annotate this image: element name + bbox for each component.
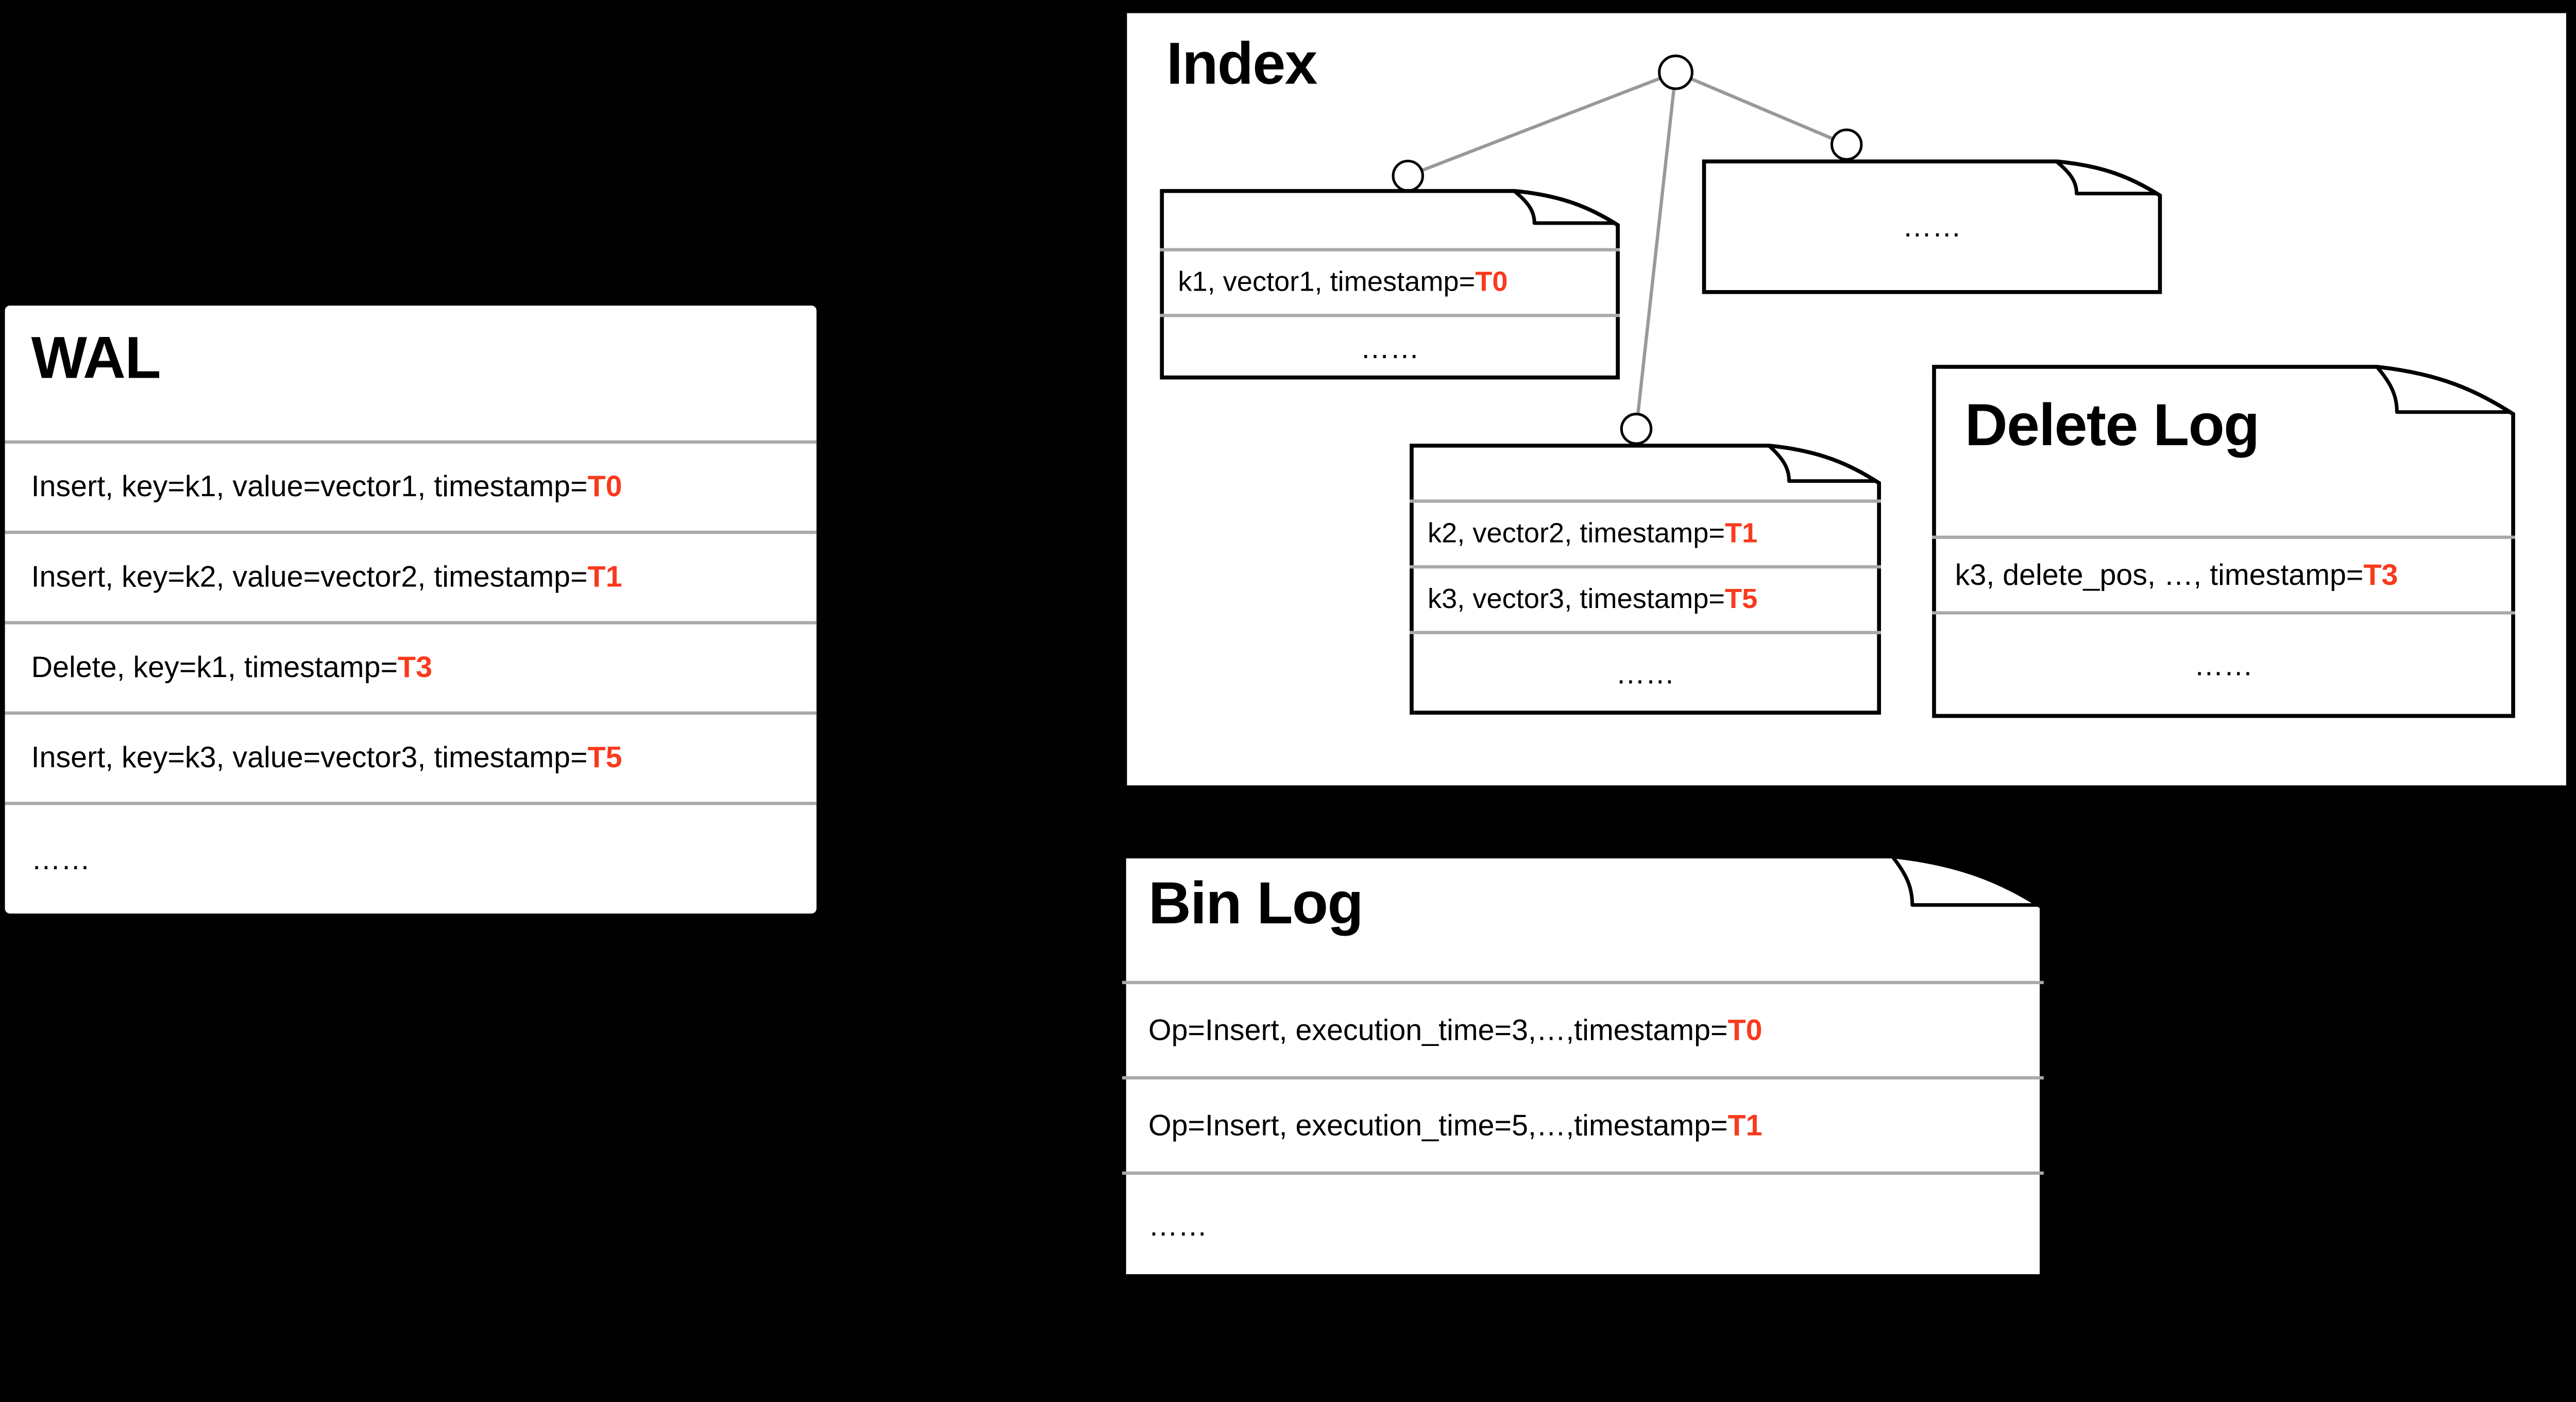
index-panel: Index k1, vector1, timestamp=T0 …… …… <box>1127 13 2566 786</box>
bin-log-row-text: Op=Insert, execution_time=5,…,timestamp= <box>1148 1108 1728 1141</box>
bin-log-card: Bin Log Op=Insert, execution_time=3,…,ti… <box>1122 854 2044 1278</box>
page-outline <box>1932 365 2515 718</box>
diagram-canvas: WAL Insert, key=k1, value=vector1, times… <box>5 13 2566 1278</box>
page-outline <box>1122 854 2044 1278</box>
segment-row-text: k3, vector3, timestamp= <box>1428 583 1725 615</box>
timestamp-badge: T0 <box>1727 1012 1762 1046</box>
segment-file-right: …… <box>1702 159 2162 294</box>
wal-more-row: …… <box>5 802 817 914</box>
page-fold-crease <box>2376 366 2512 414</box>
bin-log-row-text: Op=Insert, execution_time=3,…,timestamp= <box>1148 1012 1728 1046</box>
timestamp-badge: T3 <box>398 650 433 684</box>
wal-row: Delete, key=k1, timestamp=T3 <box>5 621 817 711</box>
segment-file-left: k1, vector1, timestamp=T0 …… <box>1160 189 1620 380</box>
bin-log-header: Bin Log <box>1122 854 2044 981</box>
bin-log-row: Op=Insert, execution_time=5,…,timestamp=… <box>1122 1076 2044 1172</box>
page-fold-shape <box>1122 854 2044 1278</box>
segment-row-text: k2, vector2, timestamp= <box>1428 517 1725 549</box>
timestamp-badge: T5 <box>1725 583 1758 615</box>
delete-log-header: Delete Log <box>1932 365 2515 536</box>
timestamp-badge: T0 <box>1475 266 1508 298</box>
timestamp-badge: T1 <box>1725 517 1758 549</box>
page-outline <box>1410 444 1881 715</box>
page-outline <box>1702 159 2162 294</box>
page-fold-crease <box>1768 445 1877 483</box>
index-tree <box>1392 54 1863 445</box>
segment-more-row: …… <box>1409 631 1882 715</box>
wal-header: WAL <box>5 306 817 440</box>
wal-card: WAL Insert, key=k1, value=vector1, times… <box>5 306 817 914</box>
tree-edge <box>1634 72 1677 429</box>
segment-file-header <box>1160 189 1620 248</box>
index-title: Index <box>1166 29 1317 97</box>
segment-row: k2, vector2, timestamp=T1 <box>1409 499 1882 565</box>
wal-row: Insert, key=k2, value=vector2, timestamp… <box>5 530 817 621</box>
bin-log-more-row: …… <box>1122 1171 2044 1278</box>
tree-edge <box>1675 71 1848 146</box>
wal-row-text: Insert, key=k1, value=vector1, timestamp… <box>31 469 588 503</box>
page-fold-crease <box>1891 855 2040 907</box>
delete-log-row-text: k3, delete_pos, …, timestamp= <box>1955 558 2364 591</box>
timestamp-badge: T0 <box>587 469 622 503</box>
wal-row-text: Insert, key=k3, value=vector3, timestamp… <box>31 741 588 774</box>
page-fold-shape <box>1932 365 2515 718</box>
wal-row-text: Delete, key=k1, timestamp= <box>31 650 398 684</box>
page-outline <box>1160 189 1620 380</box>
tree-node <box>1620 413 1653 445</box>
timestamp-badge: T1 <box>587 560 622 594</box>
timestamp-badge: T1 <box>1727 1108 1762 1141</box>
page-fold-shape <box>1702 159 2162 294</box>
wal-row-text: Insert, key=k2, value=vector2, timestamp… <box>31 560 588 594</box>
page-fold-shape <box>1160 189 1620 380</box>
segment-more-row: …… <box>1902 209 1962 243</box>
delete-log-row: k3, delete_pos, …, timestamp=T3 <box>1932 535 2516 612</box>
wal-row: Insert, key=k1, value=vector1, timestamp… <box>5 440 817 531</box>
delete-log-card: Delete Log k3, delete_pos, …, timestamp=… <box>1932 365 2516 718</box>
delete-log-more-row: …… <box>1932 611 2516 718</box>
timestamp-badge: T3 <box>2363 558 2398 591</box>
tree-node <box>1830 128 1863 161</box>
segment-row: k1, vector1, timestamp=T0 <box>1160 248 1620 314</box>
segment-file-middle: k2, vector2, timestamp=T1 k3, vector3, t… <box>1409 444 1882 715</box>
bin-log-row: Op=Insert, execution_time=3,…,timestamp=… <box>1122 981 2044 1076</box>
wal-title: WAL <box>31 324 161 391</box>
segment-more-row: …… <box>1160 314 1620 380</box>
tree-edge <box>1407 71 1676 178</box>
page-fold-shape <box>1410 444 1881 715</box>
page-fold-crease <box>2056 160 2158 196</box>
delete-log-title: Delete Log <box>1964 391 2260 459</box>
tree-root-node <box>1658 54 1693 90</box>
segment-row-text: k1, vector1, timestamp= <box>1178 266 1476 298</box>
wal-row: Insert, key=k3, value=vector3, timestamp… <box>5 711 817 802</box>
timestamp-badge: T5 <box>587 741 622 774</box>
segment-row: k3, vector3, timestamp=T5 <box>1409 565 1882 631</box>
bin-log-title: Bin Log <box>1148 869 1364 937</box>
tree-node <box>1392 159 1425 192</box>
page-fold-crease <box>1513 190 1616 225</box>
segment-file-header <box>1410 444 1881 499</box>
